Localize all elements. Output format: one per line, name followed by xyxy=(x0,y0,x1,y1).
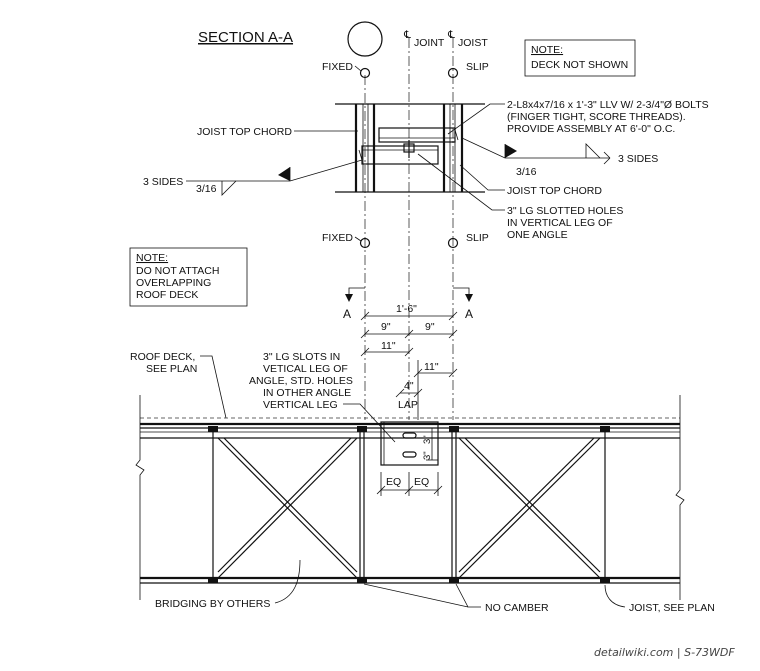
angles-callout-line-2: (FINGER TIGHT, SCORE THREADS). xyxy=(507,111,686,123)
note-deck-line-1: DECK NOT SHOWN xyxy=(531,59,628,71)
cl-symbol-joist: ℄ xyxy=(447,29,455,41)
three-sides-label-left: 3 SIDES xyxy=(143,176,183,188)
no-camber-label: NO CAMBER xyxy=(485,602,549,614)
roof-deck-label-line-2: SEE PLAN xyxy=(146,363,197,375)
dim-half-left: 9" xyxy=(381,321,391,333)
roof-deck-label-line-1: ROOF DECK, xyxy=(130,351,195,363)
joint-label: JOINT xyxy=(414,37,445,49)
centerlines xyxy=(364,38,454,420)
three-sides-label-right: 3 SIDES xyxy=(618,153,658,165)
joist-label: JOIST xyxy=(458,37,488,49)
plan-joist-top-chords xyxy=(335,103,485,193)
weld-size-left: 3/16 xyxy=(196,183,217,195)
slotted-callout-line-2: IN VERTICAL LEG OF xyxy=(507,217,613,229)
joist-top-chord-label-right: JOIST TOP CHORD xyxy=(507,185,602,197)
slip-label-top: SLIP xyxy=(466,61,489,73)
watermark: detailwiki.com | S-73WDF xyxy=(594,646,735,659)
dim-overall: 1'-6" xyxy=(396,303,417,315)
dim-hole-3-top: 3" xyxy=(422,435,433,444)
note-attach-line-3: ROOF DECK xyxy=(136,289,198,301)
slip-marker-top xyxy=(447,67,459,79)
fixed-marker-top xyxy=(359,67,371,79)
section-bubble xyxy=(347,21,383,57)
weld-symbol-left xyxy=(186,159,363,196)
slip-label-bottom: SLIP xyxy=(466,232,489,244)
splice-plate xyxy=(376,421,443,496)
bridging-diagonals xyxy=(217,437,601,579)
slip-marker-bottom xyxy=(447,237,459,249)
lap-label: LAP xyxy=(398,399,418,411)
break-lines xyxy=(135,395,685,600)
fixed-marker-bottom xyxy=(359,237,371,249)
dim-half-right: 9" xyxy=(425,321,435,333)
angles-callout-line-3: PROVIDE ASSEMBLY AT 6'-0" O.C. xyxy=(507,123,675,135)
fixed-label-top: FIXED xyxy=(322,61,353,73)
note-deck-heading: NOTE: xyxy=(531,44,563,56)
dim-eq-left: EQ xyxy=(386,476,401,488)
bridging-label: BRIDGING BY OTHERS xyxy=(155,598,270,610)
section-mark-right: A xyxy=(465,307,473,321)
slotted-callout-line-1: 3" LG SLOTTED HOLES xyxy=(507,205,623,217)
section-title: SECTION A-A xyxy=(198,29,293,46)
note-attach-box xyxy=(129,247,248,307)
slotted-callout-line-3: ONE ANGLE xyxy=(507,229,568,241)
section-cut-line xyxy=(345,287,473,302)
joist-verticals xyxy=(208,426,610,583)
slots-callout-line-2: VETICAL LEG OF xyxy=(263,363,348,375)
angles-callout-line-1: 2-L8x4x7/16 x 1'-3" LLV W/ 2-3/4"Ø BOLTS xyxy=(507,99,709,111)
note-deck-box xyxy=(524,39,636,77)
slots-callout-line-1: 3" LG SLOTS IN xyxy=(263,351,340,363)
cl-symbol-joint: ℄ xyxy=(403,29,411,41)
section-mark-left: A xyxy=(343,307,351,321)
dim-hole-3-bottom: 3" xyxy=(422,451,433,460)
dimension-lines xyxy=(360,311,458,420)
weld-size-right: 3/16 xyxy=(516,166,537,178)
slots-callout-line-4: IN OTHER ANGLE xyxy=(263,387,351,399)
weld-symbol-right xyxy=(461,137,611,165)
joist-top-chords-elevation xyxy=(140,422,680,439)
dim-eq-right: EQ xyxy=(414,476,429,488)
dim-right-11: 11" xyxy=(424,361,439,373)
joist-bottom-chords-elevation xyxy=(140,576,680,584)
joist-top-chord-label-left: JOIST TOP CHORD xyxy=(197,126,292,138)
dim-lap-4: 4" xyxy=(404,380,414,392)
joist-see-plan-label: JOIST, SEE PLAN xyxy=(629,602,715,614)
dim-left-11: 11" xyxy=(381,340,396,352)
fixed-label-bottom: FIXED xyxy=(322,232,353,244)
note-attach-line-2: OVERLAPPING xyxy=(136,277,211,289)
slots-callout-line-5: VERTICAL LEG xyxy=(263,399,338,411)
note-attach-line-1: DO NOT ATTACH xyxy=(136,265,219,277)
slots-callout-line-3: ANGLE, STD. HOLES xyxy=(249,375,353,387)
note-attach-heading: NOTE: xyxy=(136,252,168,264)
